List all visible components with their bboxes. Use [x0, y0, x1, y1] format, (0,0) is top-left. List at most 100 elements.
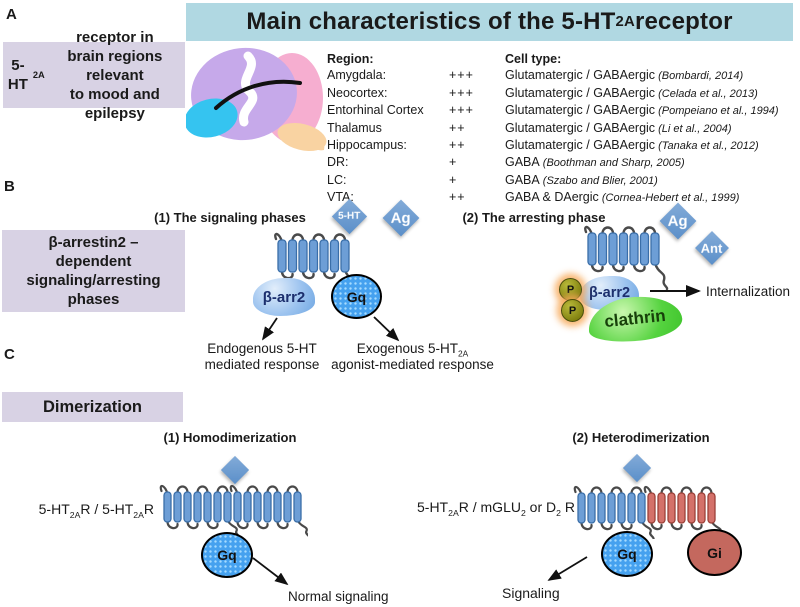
table-row: DR: + GABA (Boothman and Sharp, 2005)	[327, 154, 779, 171]
transmembrane-helix	[597, 232, 608, 266]
expression-level-cell: +	[449, 155, 458, 170]
transmembrane-helix	[329, 239, 340, 273]
arrow-exogenous	[373, 316, 400, 342]
transmembrane-helix	[287, 239, 298, 273]
reference: (Boothman and Sharp, 2005)	[539, 157, 685, 170]
transmembrane-helix	[253, 491, 262, 523]
table-row: LC: + GABA (Szabo and Blier, 2001)	[327, 172, 779, 189]
brain-sulcus-white	[239, 51, 258, 127]
transmembrane-helix	[587, 232, 597, 266]
exogenous-line1: Exogenous 5-HT2A	[356, 341, 469, 359]
endogenous-response-text: Endogenous 5-HT mediated response	[202, 341, 322, 373]
region-cell: DR:	[327, 155, 349, 170]
expression-level-cell: ++	[449, 120, 466, 135]
expression-level-cell: ++	[449, 138, 466, 153]
region-cell: Entorhinal Cortex	[327, 103, 424, 118]
reference: (Szabo and Blier, 2001)	[539, 174, 658, 187]
brain-illustration	[186, 47, 327, 151]
agonist-label: Ag	[668, 212, 688, 230]
endogenous-line1: Endogenous 5-HT	[207, 341, 317, 356]
homodimer-receptor	[159, 484, 308, 538]
transmembrane-helix	[233, 491, 242, 523]
transmembrane-helix	[263, 491, 272, 523]
transmembrane-helix	[687, 492, 696, 524]
clathrin-label: clathrin	[603, 305, 667, 332]
transmembrane-helix	[243, 491, 252, 523]
gq-label: Gq	[217, 547, 237, 563]
transmembrane-helix	[608, 232, 618, 266]
heterodimer-receptor	[573, 485, 722, 539]
reference: (Cornea-Hebert et al., 1999)	[598, 192, 740, 205]
transmembrane-helix	[203, 491, 212, 523]
phosphate-label: P	[568, 304, 577, 317]
table-row: Hippocampus: ++ Glutamatergic / GABAergic …	[327, 137, 779, 154]
transmembrane-helix	[629, 232, 639, 266]
heterodimer-label: 5-HT2AR / mGLU2 or D2 R	[417, 499, 575, 518]
gq-protein-signaling: Gq	[331, 274, 382, 319]
beta-arrestin2-blob-signaling: β-arr2	[253, 278, 315, 316]
phosphate-label: P	[566, 283, 575, 296]
transmembrane-helix	[657, 492, 666, 524]
region-header: Region:	[327, 52, 374, 66]
arrow-endogenous	[262, 317, 278, 341]
arrow-signaling	[547, 556, 588, 581]
transmembrane-helix	[319, 239, 329, 273]
expression-level-cell: +	[449, 172, 458, 187]
reference: (Bombardi, 2014)	[655, 70, 744, 83]
receptor-7tm-signaling	[274, 232, 359, 296]
antagonist-diamond: Ant	[695, 231, 729, 265]
reference: (Tanaka et al., 2012)	[655, 140, 759, 153]
region-cell: LC:	[327, 172, 347, 187]
cell-type-cell: Glutamatergic / GABAergic (Pompeiano et …	[505, 103, 779, 118]
transmembrane-helix	[283, 491, 292, 523]
transmembrane-helix	[293, 491, 302, 523]
transmembrane-helix	[308, 239, 319, 273]
cell-type-cell: Glutamatergic / GABAergic (Celada et al.…	[505, 85, 758, 100]
transmembrane-helix	[223, 491, 232, 523]
exogenous-line2: agonist-mediated response	[331, 357, 494, 372]
cell-type-cell: Glutamatergic / GABAergic (Li et al., 20…	[505, 120, 732, 135]
brain-frontal-cyan	[186, 98, 238, 138]
table-row: Neocortex:+++Glutamatergic / GABAergic (…	[327, 85, 779, 102]
transmembrane-helix	[677, 492, 686, 524]
transmembrane-helix	[597, 492, 606, 524]
panel-letter-a: A	[6, 6, 17, 23]
gi-label: Gi	[707, 544, 722, 561]
cell-type-header: Cell type:	[505, 52, 562, 66]
heterodimerization-heading: (2) Heterodimerization	[572, 430, 710, 445]
signaling-phase-heading: (1) The signaling phases	[154, 210, 306, 225]
cell-type-cell: GABA (Szabo and Blier, 2001)	[505, 172, 658, 187]
cell-type-cell: Glutamatergic / GABAergic (Tanaka et al.…	[505, 138, 759, 153]
normal-signaling-text: Normal signaling	[288, 589, 389, 604]
transmembrane-helix	[213, 491, 222, 523]
table-header-row: Region: Cell type:	[327, 51, 779, 67]
agonist-label: Ag	[391, 209, 411, 227]
transmembrane-helix	[183, 491, 192, 523]
expression-level-cell: ++	[449, 190, 466, 205]
region-cell: Hippocampus:	[327, 138, 407, 153]
region-cell: Thalamus	[327, 120, 382, 135]
brain-stem-peach	[312, 138, 325, 151]
expression-level-cell: +++	[449, 85, 474, 100]
transmembrane-helix	[650, 232, 660, 266]
serotonin-ligand-label: 5-HT	[338, 210, 361, 222]
transmembrane-helix	[617, 492, 626, 524]
panel-c-label: Dimerization	[2, 392, 183, 422]
transmembrane-helix	[618, 232, 629, 266]
transmembrane-helix	[587, 492, 596, 524]
signaling-text: Signaling	[502, 585, 560, 601]
table-row: VTA:++GABA & DAergic (Cornea-Hebert et a…	[327, 189, 779, 206]
phosphate-circle-2: P	[561, 299, 584, 322]
cell-type-cell: Glutamatergic / GABAergic (Bombardi, 201…	[505, 68, 744, 83]
cell-type-cell: GABA (Boothman and Sharp, 2005)	[505, 155, 685, 170]
table-row: Amygdala:+++Glutamatergic / GABAergic (B…	[327, 67, 779, 84]
receptor-loops	[573, 485, 722, 539]
transmembrane-helix	[667, 492, 676, 524]
transmembrane-helix	[577, 492, 586, 524]
transmembrane-helix	[340, 239, 350, 273]
gq-label: Gq	[617, 546, 637, 562]
antagonist-label: Ant	[701, 240, 723, 256]
transmembrane-helix	[697, 492, 706, 524]
